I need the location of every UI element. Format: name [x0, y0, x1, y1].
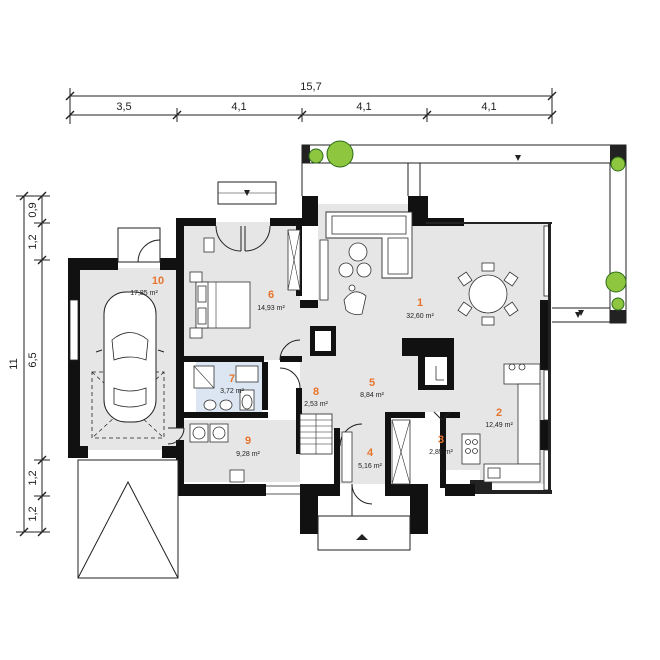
room-9-number: 9 — [245, 435, 251, 447]
bathroom-fixtures — [193, 365, 259, 411]
room-9-area: 9,28 m² — [236, 451, 260, 458]
room-10-number: 10 — [152, 275, 164, 287]
utility-fixtures — [189, 423, 245, 483]
living-furniture — [319, 211, 519, 381]
dim-top-segment-2: 4,1 — [231, 101, 246, 113]
bedroom-furniture — [189, 229, 301, 339]
top-dimension-lines — [65, 88, 557, 124]
room-8-number: 8 — [313, 386, 319, 398]
dim-top-segment-3: 4,1 — [356, 101, 371, 113]
kitchen-furniture — [461, 363, 541, 483]
doors — [117, 181, 584, 551]
dim-top-segment-1: 3,5 — [116, 101, 131, 113]
room-4-number: 4 — [367, 447, 374, 459]
dim-left-segment-2: 1,2 — [27, 234, 39, 249]
room-4-area: 5,16 m² — [358, 463, 382, 470]
room-8-area: 2,53 m² — [304, 401, 328, 408]
room-7-area: 3,72 m² — [220, 388, 244, 395]
room-7-number: 7 — [229, 373, 235, 385]
dim-left-total: 11 — [8, 358, 20, 369]
room-5-area: 8,84 m² — [360, 392, 384, 399]
room-1-number: 1 — [417, 297, 423, 309]
room-2-area: 12,49 m² — [485, 422, 513, 429]
garage-car — [91, 291, 165, 439]
dim-top-segment-4: 4,1 — [481, 101, 496, 113]
staircase — [299, 413, 333, 455]
dim-left-segment-1: 0,9 — [27, 202, 39, 217]
room-6-number: 6 — [268, 289, 274, 301]
room-5-number: 5 — [369, 377, 375, 389]
room-10-area: 17,85 m² — [130, 290, 158, 297]
tree-icon — [308, 140, 627, 311]
room-1-area: 32,60 m² — [406, 313, 434, 320]
dim-left-segment-4: 1,2 — [27, 470, 39, 485]
dim-top-total: 15,7 — [300, 81, 321, 93]
room-3-number: 3 — [438, 434, 444, 446]
driveway — [77, 459, 179, 579]
room-6-area: 14,93 m² — [257, 305, 285, 312]
closet — [341, 419, 411, 485]
dim-left-segment-5: 1,2 — [27, 506, 39, 521]
room-3-area: 2,85 m² — [429, 449, 453, 456]
dim-left-segment-3: 6,5 — [27, 352, 39, 367]
room-2-number: 2 — [496, 407, 502, 419]
left-dimension-lines — [16, 191, 50, 537]
